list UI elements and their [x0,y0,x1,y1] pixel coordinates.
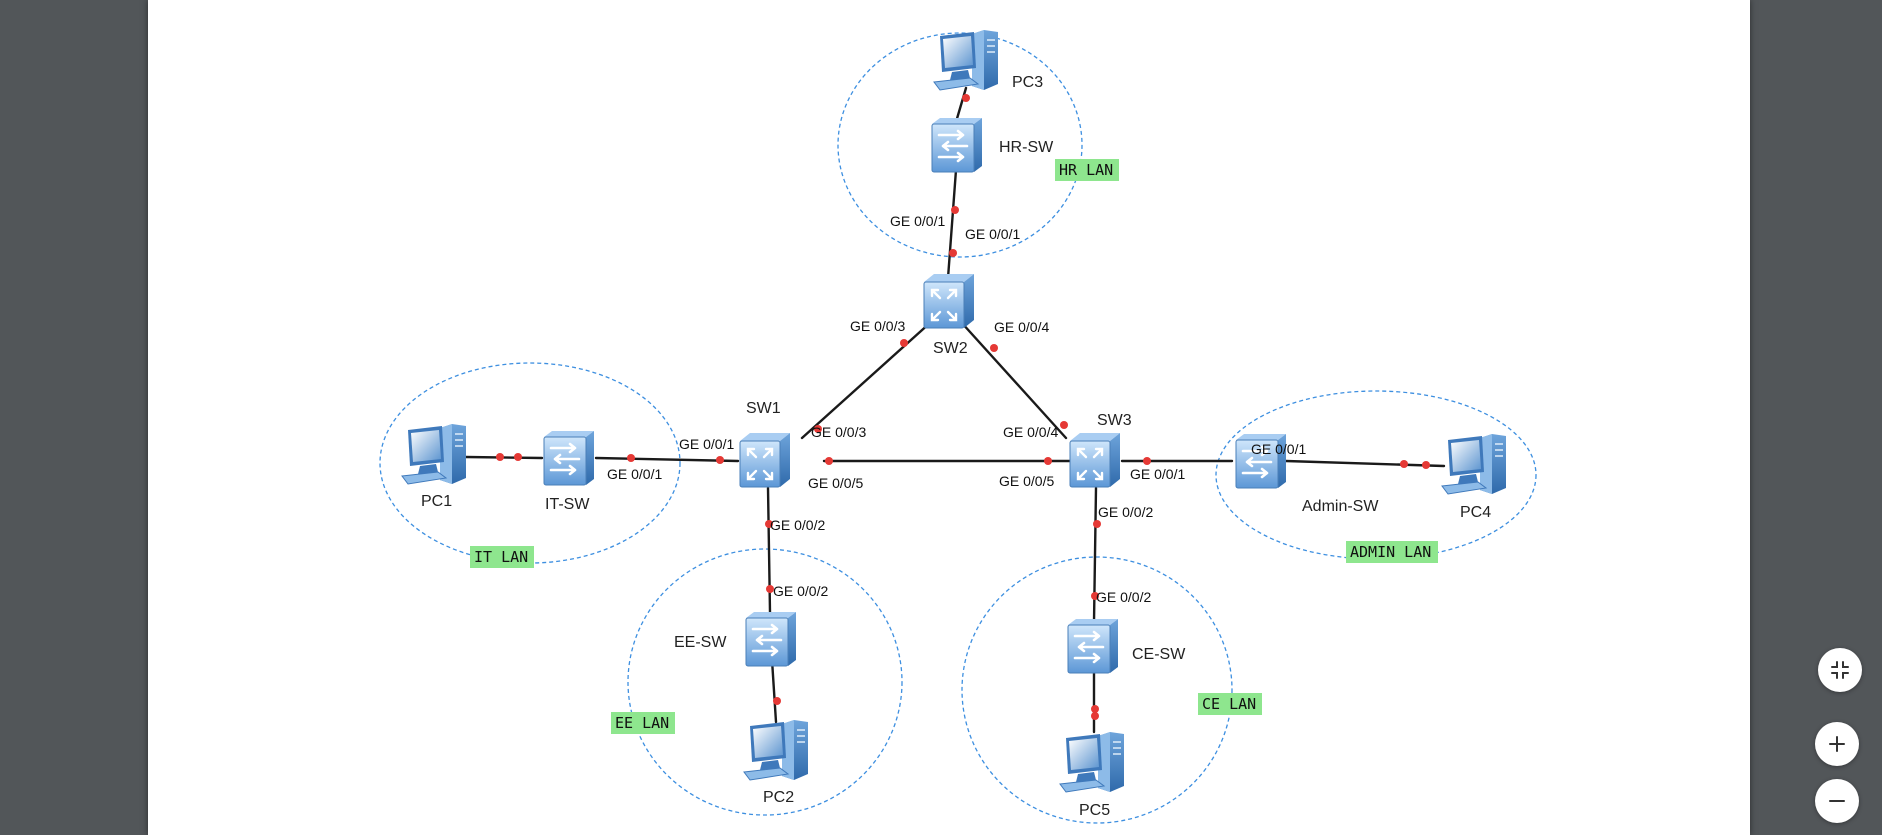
sw1-core-switch-icon [738,431,792,489]
device-label-pc3: PC3 [1012,74,1043,91]
link-hrsw-sw2 [946,168,958,280]
link-eesw-pc2 [770,658,778,724]
pc4-icon [1441,433,1507,495]
device-label-sw3: SW3 [1097,412,1132,429]
link-sw2-sw3 [959,320,1068,440]
device-label-pc4: PC4 [1460,504,1491,521]
device-label-it-sw: IT-SW [545,496,590,513]
document-page: PC3 HR-SW SW2 SW1 SW3 IT-SW PC1 EE-SW PC… [148,0,1750,835]
port-dot [951,206,959,214]
pc3-icon [933,29,999,91]
device-label-pc5: PC5 [1079,802,1110,819]
port-dot [1060,421,1068,429]
ce-switch-icon [1066,617,1120,675]
lan-tag-ee [611,712,675,734]
device-label-admin-sw: Admin-SW [1302,498,1379,515]
pc5-icon [1059,731,1125,793]
link-itsw-sw1 [594,456,740,463]
port-label: GE 0/0/4 [1003,424,1058,440]
zoom-out-button[interactable] [1815,779,1859,823]
pc1-icon [401,423,467,485]
lan-tag-hr [1055,159,1119,181]
lan-tag-it [470,546,534,568]
port-dot [814,425,822,433]
lan-label-ee: EE LAN [615,714,669,732]
device-label-hr-sw: HR-SW [999,139,1054,156]
port-dot [990,344,998,352]
port-dot [765,520,773,528]
sw2-core-switch-icon [922,272,976,330]
port-dot [716,456,724,464]
port-dot [773,697,781,705]
port-label: GE 0/0/5 [808,475,863,491]
fit-page-icon [1831,661,1849,679]
port-dot [1091,712,1099,720]
port-label: GE 0/0/4 [994,319,1049,335]
link-pc3-hrsw [954,86,968,124]
port-dot [627,454,635,462]
port-label: GE 0/0/1 [890,213,945,229]
network-diagram: PC3 HR-SW SW2 SW1 SW3 IT-SW PC1 EE-SW PC… [379,29,1537,824]
device-label-ee-sw: EE-SW [674,634,727,651]
port-dot [496,453,504,461]
device-label-ce-sw: CE-SW [1132,646,1186,663]
port-dot [1091,592,1099,600]
device-label-sw1: SW1 [746,400,781,417]
port-label: GE 0/0/3 [811,424,866,440]
lan-label-ce: CE LAN [1202,695,1256,713]
sw3-core-switch-icon [1068,431,1122,489]
port-label: GE 0/0/1 [607,466,662,482]
port-label: GE 0/0/5 [999,473,1054,489]
port-label: GE 0/0/1 [1130,466,1185,482]
pc2-icon [743,719,809,781]
fit-page-button[interactable] [1818,648,1862,692]
port-dot [1422,461,1430,469]
port-label: GE 0/0/1 [679,436,734,452]
lan-label-it: IT LAN [474,548,528,566]
port-label: GE 0/0/3 [850,318,905,334]
link-sw2-sw1 [800,320,933,440]
port-label: GE 0/0/1 [965,226,1020,242]
device-label-sw2: SW2 [933,340,968,357]
lan-boundary-hr [837,32,1083,258]
port-label: GE 0/0/2 [773,583,828,599]
port-label: GE 0/0/2 [1096,589,1151,605]
port-dot [1091,705,1099,713]
port-dot [766,585,774,593]
link-adminsw-pc4 [1284,459,1446,468]
zoom-in-button[interactable] [1815,722,1859,766]
lan-boundary-ce [961,556,1233,824]
port-dot [1093,520,1101,528]
zoom-out-icon [1829,800,1845,802]
lan-label-hr: HR LAN [1059,161,1113,179]
port-dot [514,453,522,461]
ee-switch-icon [744,610,798,668]
it-switch-icon [542,429,596,487]
link-sw1-eesw [766,486,772,614]
port-dot [962,94,970,102]
port-dot [1400,460,1408,468]
port-dot [825,457,833,465]
port-label: GE 0/0/1 [1251,441,1306,457]
port-dot [1143,457,1151,465]
lan-boundary-ee [627,548,903,816]
lan-tag-admin [1346,541,1438,563]
port-dot [1044,457,1052,465]
device-label-pc2: PC2 [763,789,794,806]
port-dot [949,249,957,257]
port-dot [900,339,908,347]
lan-tag-ce [1198,693,1262,715]
hr-switch-icon [930,116,984,174]
link-pc1-itsw [464,455,544,460]
port-label: GE 0/0/2 [1098,504,1153,520]
zoom-in-icon [1829,736,1845,752]
device-label-pc1: PC1 [421,493,452,510]
lan-label-admin: ADMIN LAN [1350,543,1431,561]
port-label: GE 0/0/2 [770,517,825,533]
